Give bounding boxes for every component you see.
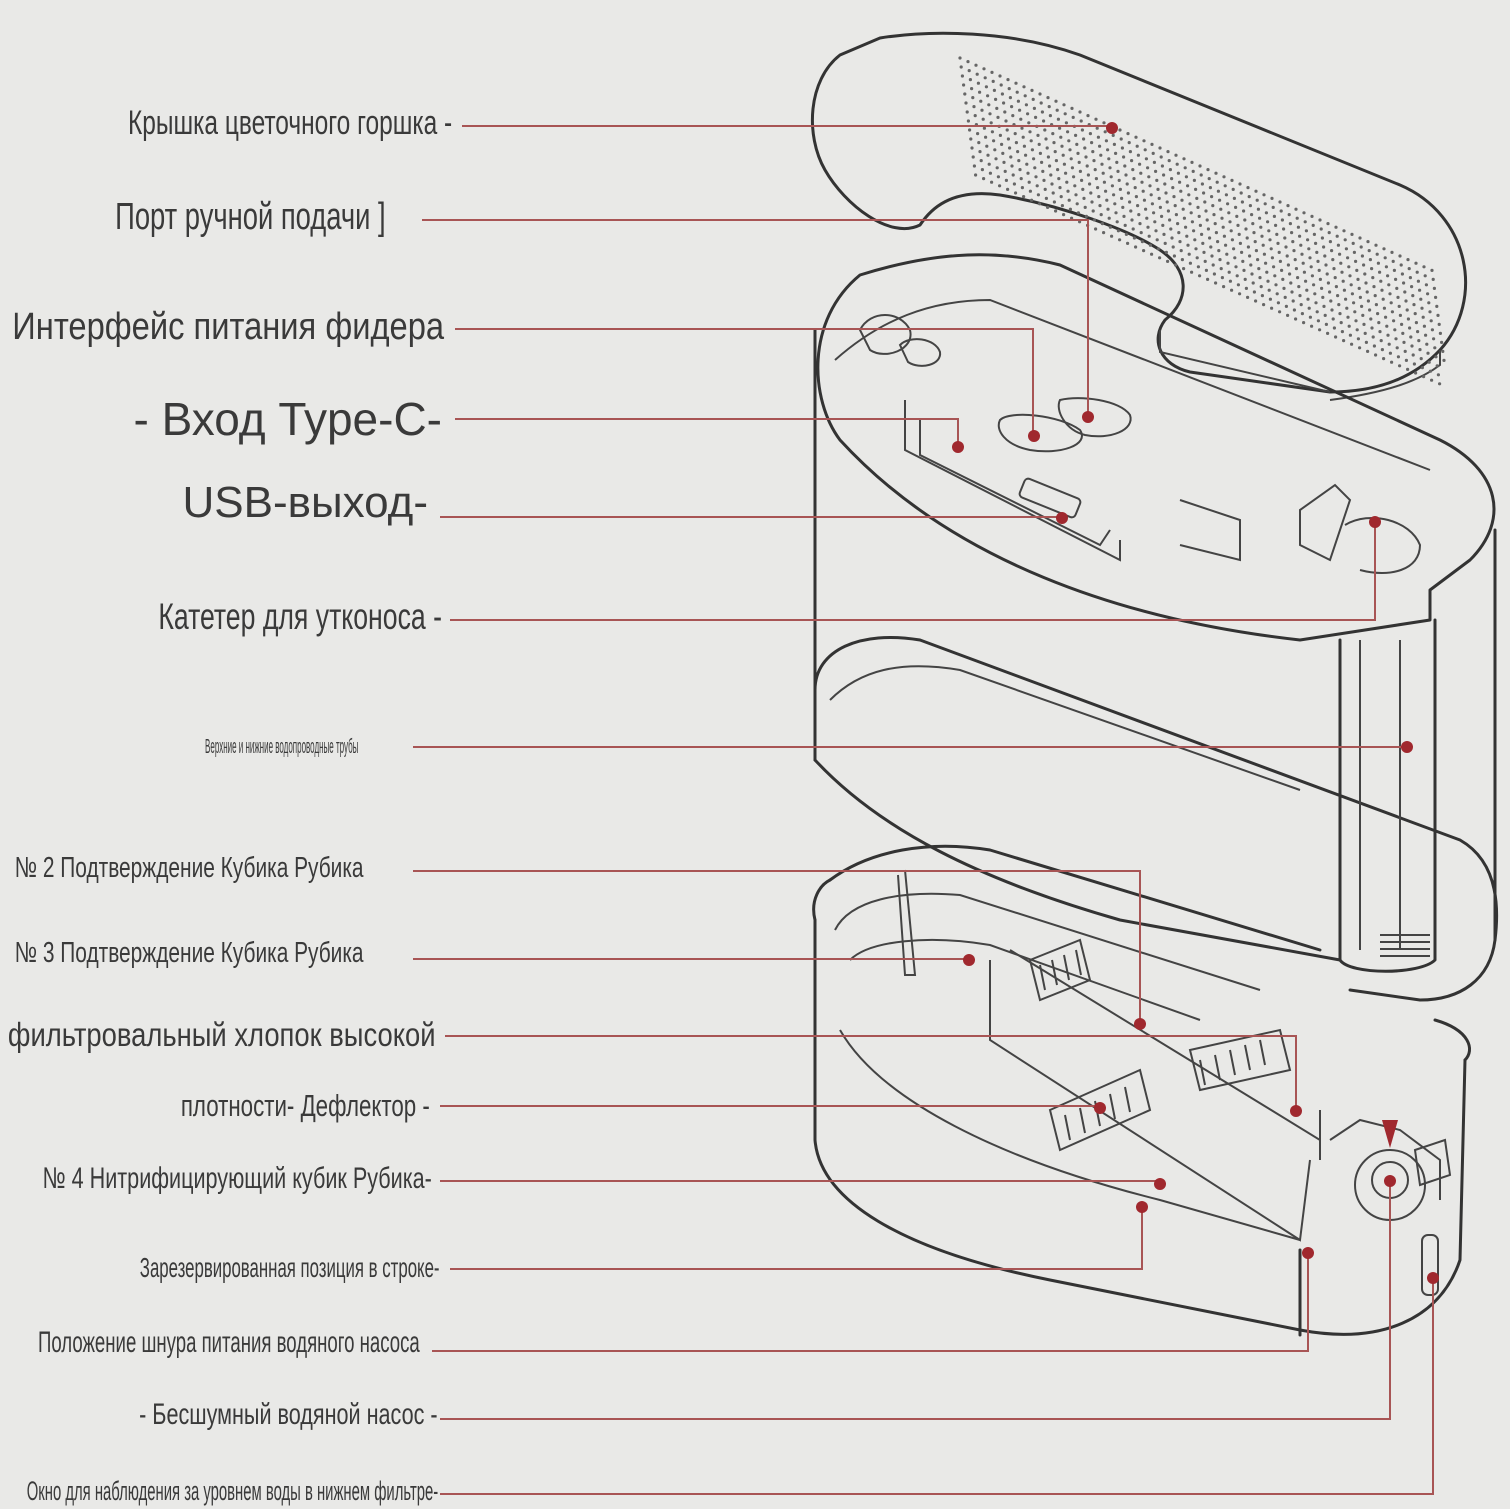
label-reserved-position: Зарезервированная позиция в строке-	[140, 1252, 440, 1283]
label-usb-output: USB-выход-	[182, 478, 428, 527]
pot-lid-marker	[1106, 122, 1118, 134]
label-manual-feed-port: Порт ручной подачи ]	[115, 196, 386, 238]
leader-lines	[413, 125, 1434, 1495]
pump-cord-marker	[1302, 1247, 1314, 1259]
duckbill-catheter-marker	[1369, 516, 1381, 528]
feeder-power-marker	[1028, 430, 1040, 442]
lid-vent-holes	[958, 56, 1446, 386]
cube-2-marker	[1134, 1018, 1146, 1030]
label-pump-cord: Положение шнура питания водяного насоса	[38, 1326, 420, 1359]
label-type-c-input: - Вход Type-C-	[133, 393, 442, 445]
upper-tank-drawing	[813, 253, 1499, 1002]
reserved-position-marker	[1136, 1201, 1148, 1213]
type-c-input-marker	[952, 441, 964, 453]
nitrifying-cube-marker	[1154, 1178, 1166, 1190]
label-filter-cotton: 6D фильтровальный хлопок высокой	[0, 1016, 436, 1053]
filter-cotton-marker	[1290, 1105, 1302, 1117]
label-water-level-window: Окно для наблюдения за уровнем воды в ни…	[26, 1476, 438, 1506]
pot-lid-drawing	[810, 31, 1468, 401]
leader-dots	[952, 122, 1439, 1284]
silent-pump-marker	[1384, 1175, 1396, 1187]
water-level-window-marker	[1427, 1272, 1439, 1284]
label-pot-lid: Крышка цветочного горшка -	[127, 104, 452, 142]
usb-output-marker	[1056, 512, 1068, 524]
label-cube-3: № 3 Подтверждение Кубика Рубика	[15, 937, 364, 969]
label-silent-pump: - Бесшумный водяной насос -	[139, 1398, 438, 1431]
label-duckbill-catheter: Катетер для утконоса -	[158, 596, 442, 637]
label-cube-2: № 2 Подтверждение Кубика Рубика	[15, 852, 364, 884]
water-pipes-marker	[1401, 741, 1413, 753]
deflector-marker	[1094, 1102, 1106, 1114]
label-water-pipes: Верхние и нижние водопроводные трубы	[204, 736, 358, 758]
label-nitrifying-cube: № 4 Нитрифицирующий кубик Рубика-	[42, 1162, 432, 1195]
cube-3-marker	[963, 954, 975, 966]
manual-feed-port-marker	[1082, 411, 1094, 423]
label-feeder-power: Интерфейс питания фидера	[12, 306, 444, 348]
label-deflector: плотности- Дефлектор -	[180, 1088, 430, 1123]
